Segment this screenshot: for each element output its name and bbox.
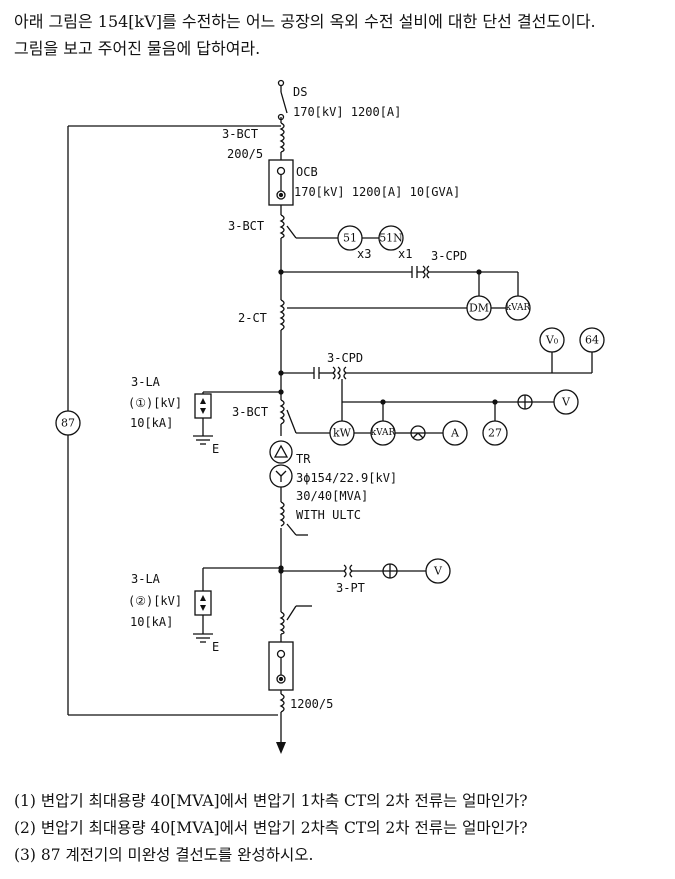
relay-64-icon [579,327,605,353]
secondary-breaker-symbol [268,641,294,691]
cpd-mid-label: 3-CPD [327,351,363,365]
ct-bottom-ratio: 1200/5 [290,697,333,711]
tr-capacity: 30/40[MVA] [296,489,368,503]
relay-27-icon [482,420,508,446]
ocb-rating: 170[kV] 1200[A] 10[GVA] [294,185,460,199]
lightning-arrester-1-icon [194,393,212,419]
la1-rating: (①)[kV] [128,396,182,410]
question-2: (2) 변압기 최대용량 40[MVA]에서 변압기 2차측 CT의 2차 전류… [14,819,528,837]
relay-27-label: 27 [488,427,502,440]
la1-current: 10[kA] [130,416,173,430]
bct-mid-coil [279,214,285,239]
ct-bottom-coil [279,693,285,713]
ammeter-icon [442,420,468,446]
ct-2-label: 2-CT [238,311,267,325]
bct-tr-coil [279,399,285,425]
question-3: (3) 87 계전기의 미완성 결선도를 완성하시오. [14,846,314,864]
bct-top-coil [279,122,285,153]
ocb-label: OCB [296,165,318,179]
meter-dm-label: DM [469,302,489,315]
ds-label: DS [293,85,307,99]
bct-mid-label: 3-BCT [228,219,264,233]
meter-a-label: A [450,427,460,440]
question-1: (1) 변압기 최대용량 40[MVA]에서 변압기 1차측 CT의 2차 전류… [14,792,528,810]
meter-v-top-label: V [561,396,571,409]
bct-tr-label: 3-BCT [232,405,268,419]
earth-1-icon [193,435,213,445]
meter-kw-label: kW [333,427,352,440]
intro-line-2: 그림을 보고 주어진 물음에 답하여라. [14,39,261,58]
relay-v0-icon [539,327,565,353]
pt-label: 3-PT [336,581,365,595]
tr-label: TR [296,452,311,466]
pt-symbol [342,564,354,578]
cpd-top-label: 3-CPD [431,249,467,263]
intro-line-1: 아래 그림은 154[kV]를 수전하는 어느 공장의 옥외 수전 설비에 대한… [14,12,596,31]
problem-intro: 아래 그림은 154[kV]를 수전하는 어느 공장의 옥외 수전 설비에 대한… [14,8,664,62]
relay-87-icon [55,410,81,436]
lightning-arrester-2-icon [194,590,212,616]
relay-51-qty: x3 [357,247,371,261]
relay-64-label: 64 [585,334,599,347]
meter-kvar-top-label: kVAR [506,303,531,313]
pt-transducer-bottom-icon [382,563,398,579]
relay-51-label: 51 [343,232,357,245]
relay-v0-label: V₀ [545,334,559,347]
la1-label: 3-LA [131,375,161,389]
relay-51n-label: 51N [379,232,403,245]
tr-rating: 3ϕ154/22.9[kV] [296,471,397,485]
relay-51n-qty: x1 [398,247,412,261]
cpd-mid-symbol [313,366,592,380]
earth-2-label: E [212,640,219,654]
la2-rating: (②)[kV] [128,594,182,608]
ammeter-switch-icon [410,425,426,441]
pt-transducer-top-icon [517,394,533,410]
bct-top-label: 3-BCT [222,127,258,141]
la2-current: 10[kA] [130,615,173,629]
cpd-top-symbol [411,265,518,279]
ct-lower-coil [279,611,285,635]
ocb-symbol [268,159,294,206]
disconnect-switch-symbol [277,79,288,121]
earth-1-label: E [212,442,219,456]
tr-ultc: WITH ULTC [296,508,361,522]
voltmeter-top-icon [553,389,579,415]
la2-label: 3-LA [131,572,161,586]
relay-51n-icon [378,225,404,251]
earth-2-icon [193,633,213,643]
ct-2-coil [279,299,285,331]
meter-kvar-mid-label: kVAR [371,428,396,438]
bct-top-ratio: 200/5 [227,147,263,161]
voltmeter-bottom-icon [425,558,451,584]
relay-87-label: 87 [61,417,75,430]
ds-rating: 170[kV] 1200[A] [293,105,401,119]
ct-tr-secondary-coil [279,501,285,527]
transformer-symbol [269,440,293,490]
questions: (1) 변압기 최대용량 40[MVA]에서 변압기 1차측 CT의 2차 전류… [14,788,664,869]
meter-v-bottom-label: V [433,565,443,578]
